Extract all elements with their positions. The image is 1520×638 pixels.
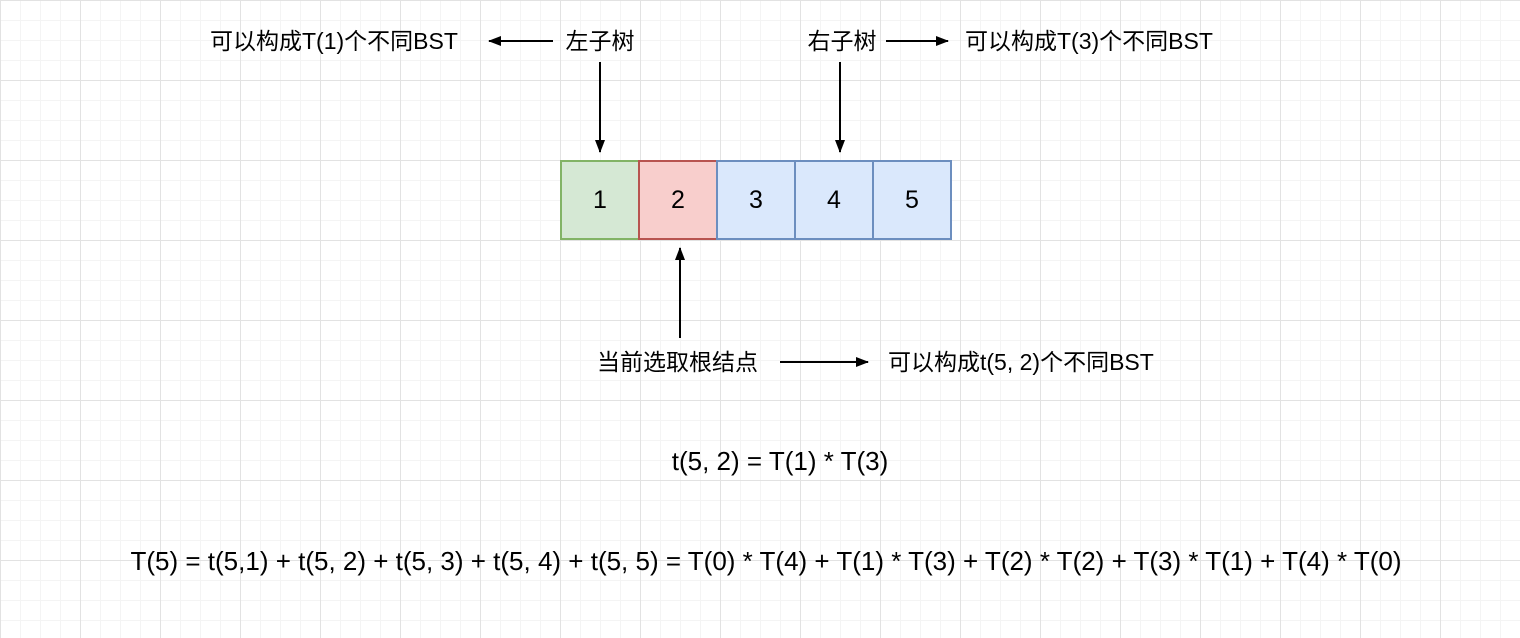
formula-single-split: t(5, 2) = T(1) * T(3) [671, 446, 889, 476]
label-root-choice: 当前选取根结点 [597, 349, 758, 375]
annotation-right-subtree-count: 可以构成T(3)个不同BST [965, 28, 1213, 54]
label-right-subtree: 右子树 [807, 28, 877, 54]
label-left-subtree: 左子树 [565, 28, 635, 54]
array-cell-3: 3 [716, 160, 796, 240]
array-cell-1: 1 [560, 160, 640, 240]
annotation-root-count: 可以构成t(5, 2)个不同BST [888, 349, 1154, 375]
array-row: 1 2 3 4 5 [560, 160, 952, 240]
array-cell-5: 5 [872, 160, 952, 240]
annotation-left-subtree-count: 可以构成T(1)个不同BST [210, 28, 458, 54]
array-cell-2: 2 [638, 160, 718, 240]
array-cell-4: 4 [794, 160, 874, 240]
formula-total-recurrence: T(5) = t(5,1) + t(5, 2) + t(5, 3) + t(5,… [130, 546, 1402, 576]
